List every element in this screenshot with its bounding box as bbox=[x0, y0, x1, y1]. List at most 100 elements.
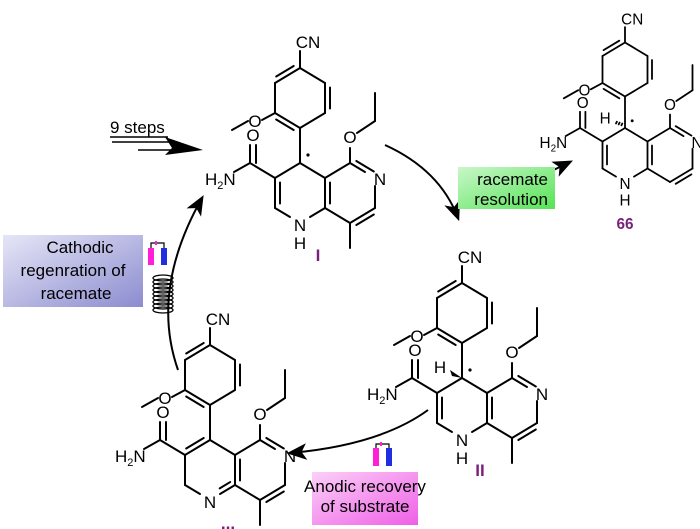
nh-n-label: N bbox=[204, 493, 216, 512]
coil-loop bbox=[152, 298, 174, 306]
arrow-II-to-III bbox=[286, 409, 429, 460]
cathodic-line-3: racemate bbox=[41, 284, 112, 303]
compound-label-66: 66 bbox=[616, 216, 633, 233]
bond bbox=[669, 167, 694, 183]
bond bbox=[274, 162, 301, 179]
bond bbox=[601, 82, 626, 98]
double-bond bbox=[355, 213, 375, 227]
nh-n-label: N bbox=[619, 176, 630, 193]
ring-n-label: N bbox=[691, 135, 700, 152]
double-bond bbox=[602, 87, 621, 100]
ring-n-label: N bbox=[536, 385, 548, 404]
arrow-III-to-I bbox=[167, 195, 204, 371]
coil-loop bbox=[152, 290, 174, 298]
amide-nh2-label: H2N bbox=[367, 385, 398, 407]
bond bbox=[184, 439, 211, 456]
bond bbox=[633, 167, 649, 178]
ring-n-label: N bbox=[284, 447, 296, 466]
bond bbox=[423, 327, 438, 336]
double-bond bbox=[185, 395, 205, 409]
bond bbox=[184, 344, 211, 361]
radical-dot bbox=[468, 368, 472, 372]
double-bond bbox=[674, 173, 693, 185]
coil-loop bbox=[152, 274, 174, 282]
ethoxy-o-label: O bbox=[505, 343, 518, 362]
bond bbox=[646, 127, 671, 143]
resolution-line-2: resolution bbox=[474, 190, 548, 209]
bond bbox=[486, 377, 513, 394]
anodic-line-2: of substrate bbox=[321, 497, 410, 516]
bond bbox=[624, 127, 649, 143]
methoxy-o-label: O bbox=[579, 83, 591, 100]
nh-h-label: H bbox=[294, 234, 306, 253]
bond bbox=[562, 89, 580, 100]
ethoxy-o-label: O bbox=[343, 128, 356, 147]
coil-icon bbox=[152, 274, 174, 314]
bond bbox=[601, 167, 617, 178]
bond bbox=[518, 335, 538, 349]
nh-n-label: N bbox=[294, 216, 306, 235]
bond bbox=[471, 422, 488, 433]
radical-dot bbox=[306, 153, 310, 157]
bond bbox=[624, 82, 649, 98]
coil-loop bbox=[152, 286, 174, 294]
bond bbox=[209, 439, 236, 456]
bond bbox=[564, 127, 581, 138]
anodic-recovery-box: Anodic recovery of substrate bbox=[304, 472, 426, 525]
bond bbox=[461, 282, 488, 299]
cathodic-line-2: regenration of bbox=[21, 261, 126, 280]
double-bond bbox=[265, 490, 285, 504]
bond bbox=[299, 67, 326, 84]
bond bbox=[184, 389, 211, 406]
double-bond bbox=[517, 428, 537, 442]
double-bond bbox=[437, 333, 457, 347]
bond bbox=[141, 397, 159, 408]
resolution-line-1: racemate bbox=[477, 170, 548, 189]
stereo-h-label: H bbox=[434, 358, 446, 377]
synthesis-arrow: 9 steps bbox=[110, 118, 203, 155]
cathodic-regeneration-box: Cathodic regenration of racemate bbox=[3, 235, 143, 307]
cn-label: CN bbox=[296, 33, 321, 52]
bond bbox=[356, 120, 376, 134]
cathodic-line-1: Cathodic bbox=[46, 238, 114, 257]
cn-label: CN bbox=[206, 310, 231, 329]
bond bbox=[324, 162, 351, 179]
bond bbox=[234, 484, 261, 501]
bond bbox=[159, 439, 186, 456]
compound-66: CNOONOH2NNHH66 bbox=[540, 11, 700, 232]
double-bond bbox=[218, 481, 232, 490]
bond bbox=[601, 41, 626, 57]
racemate-resolution-box: racemate resolution bbox=[458, 167, 555, 209]
bond bbox=[579, 127, 604, 143]
methoxy-o-label: O bbox=[410, 327, 423, 346]
bond bbox=[219, 484, 236, 495]
bond bbox=[233, 162, 251, 173]
double-bond bbox=[185, 341, 205, 355]
bond bbox=[274, 67, 301, 84]
double-bond bbox=[275, 64, 295, 78]
bond bbox=[511, 422, 538, 439]
arrow-I-to-II bbox=[384, 144, 460, 222]
bond bbox=[171, 389, 186, 398]
carbonyl-o-label: O bbox=[156, 403, 169, 422]
compound-label-II: II bbox=[475, 461, 484, 480]
ethoxy-o-label: O bbox=[253, 405, 266, 424]
cn-label: CN bbox=[621, 11, 643, 28]
compound-label-I: I bbox=[316, 246, 321, 265]
carbonyl-o-label: O bbox=[246, 126, 259, 145]
carbonyl-o-label: O bbox=[577, 95, 589, 112]
carbonyl-o-label: O bbox=[408, 341, 421, 360]
nh-h-label: H bbox=[456, 449, 468, 468]
bond bbox=[395, 377, 413, 388]
bond bbox=[669, 127, 685, 138]
bond bbox=[436, 377, 463, 394]
coil-loop bbox=[152, 302, 174, 310]
methoxy-o-label: O bbox=[158, 389, 171, 408]
bond bbox=[259, 484, 286, 501]
wedge-bond bbox=[450, 370, 462, 378]
bond bbox=[249, 162, 276, 179]
double-bond bbox=[185, 436, 205, 450]
hash-bond bbox=[617, 121, 621, 126]
